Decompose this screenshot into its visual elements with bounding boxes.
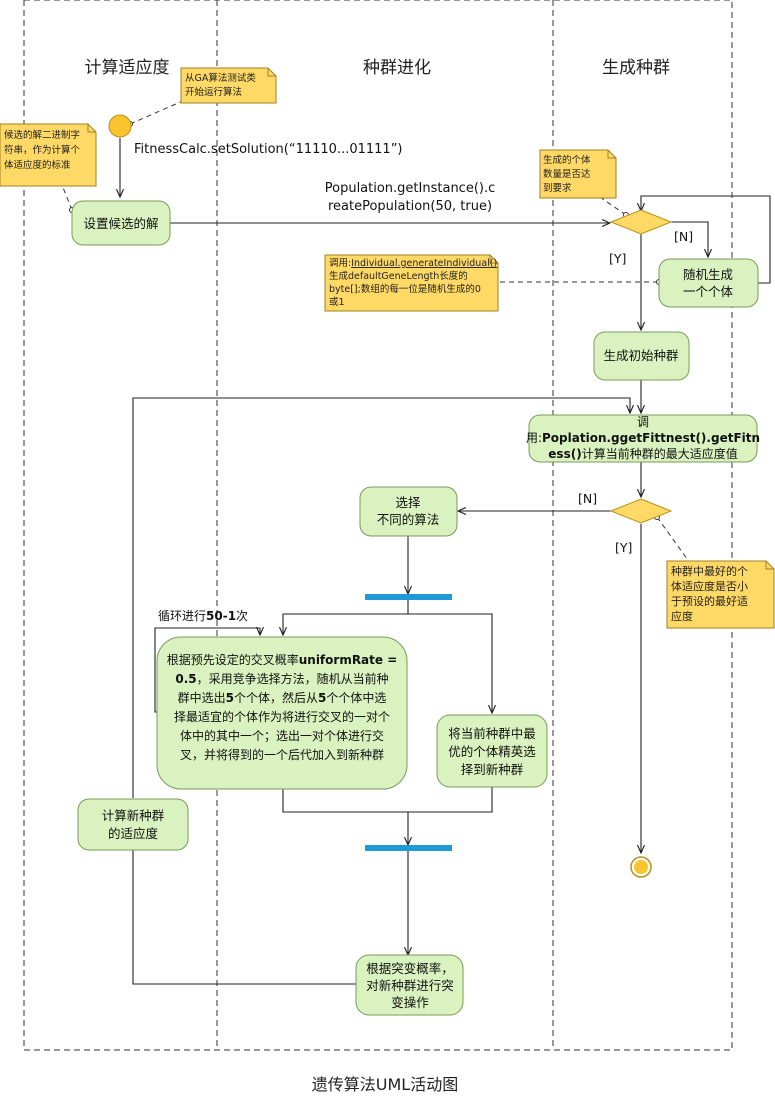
end-node (630, 856, 652, 878)
label-create-population-2: reatePopulation(50, true) (328, 199, 492, 214)
label-loop-suffix: 次 (236, 609, 248, 623)
note-start-line-2: 开始运行算法 (185, 86, 242, 98)
flow-newfitness-to-fittest (132, 397, 630, 798)
text-get-fittest-3-suffix: 计算当前种群的最大适应度值 (582, 446, 738, 461)
note-individual-line-1: 调用:Individual.generateIndividual() (329, 258, 497, 269)
text-elite-3: 择到新种群 (461, 762, 524, 777)
flow-lines (120, 138, 771, 985)
fork-bar (365, 594, 452, 600)
note-individual-prefix: 调用: (329, 258, 351, 269)
action-new-fitness (77, 798, 189, 851)
connector-start-note (129, 99, 186, 125)
text-crossover-4: 择最适宜的个体作为将进行交叉的一对个 (174, 709, 390, 724)
label-set-solution: FitnessCalc.setSolution(“11110...01111”) (134, 142, 403, 157)
action-get-fittest (528, 414, 758, 463)
text-get-fittest-2: 用:Poplation.ggetFittnest().getFitn (526, 431, 760, 445)
note-candidate-line-1: 候选的解二进制字 (4, 129, 80, 141)
text-get-fittest-1: 调 (637, 415, 649, 429)
text-crossover-1: 根据预先设定的交叉概率uniformRate = (167, 652, 398, 667)
text-crossover-5: 体中的其中一个；选出一对个体进行交 (180, 728, 384, 743)
text-random-individual-2: 一个个体 (683, 284, 734, 299)
note-count-line-2: 数量是否达 (543, 168, 591, 180)
text-new-fitness-1: 计算新种群 (102, 808, 165, 823)
text-mutation-2: 对新种群进行突 (366, 978, 454, 993)
note-individual-line-4: 或1 (329, 296, 345, 308)
lane-title-calc-fitness: 计算适应度 (85, 58, 170, 78)
text-set-candidate: 设置候选的解 (83, 216, 158, 231)
text-choose-algorithm-1: 选择 (395, 495, 421, 510)
flow-crossover-to-join (282, 789, 408, 845)
note-individual-line-2: 生成defaultGeneLength长度的 (329, 270, 468, 282)
guard-y-1: [Y] (609, 251, 626, 266)
note-best-line-4: 应度 (671, 609, 693, 623)
text-crossover-6: 叉，并将得到的一个后代加入到新种群 (180, 747, 384, 762)
action-random-individual (658, 258, 759, 308)
label-loop-count: 50-1 (206, 609, 236, 623)
note-individual-line-3: byte[];数组的每一位是随机生成的0 (329, 283, 481, 295)
note-individual (324, 254, 499, 312)
flow-random-loop (641, 195, 771, 284)
note-candidate-line-3: 体适应度的标准 (4, 159, 71, 171)
lane-title-evolve: 种群进化 (363, 58, 431, 78)
action-mutation (355, 954, 464, 1016)
text-crossover-2: 0.5，采用竞争选择方法，随机从当前种 (175, 671, 388, 686)
join-bar (365, 845, 452, 851)
note-count-line-1: 生成的个体 (543, 154, 591, 166)
flow-decision-to-random (670, 221, 708, 257)
connector-best-note (656, 516, 691, 564)
text-elite-2: 优的个体精英选 (448, 744, 536, 759)
text-elite-1: 将当前种群中最 (448, 726, 536, 741)
note-candidate (0, 123, 97, 187)
action-choose-algorithm (359, 486, 458, 537)
flow-crossover-loop (154, 628, 260, 713)
note-best-fitness (666, 560, 775, 629)
action-initial-population (593, 331, 690, 381)
text-mutation-1: 根据突变概率， (366, 961, 454, 976)
note-individual-call: Individual.generateIndividual() (351, 258, 497, 269)
guard-n-1: [N] (674, 229, 693, 244)
label-loop-prefix: 循环进行 (158, 609, 206, 623)
connector-candidate-note (61, 184, 73, 211)
label-create-population-1: Population.getInstance().c (325, 181, 496, 196)
note-best-line-2: 体适应度是否小 (671, 579, 748, 593)
note-best-line-3: 于预设的最好适 (671, 594, 748, 608)
note-connectors (61, 99, 691, 564)
text-get-fittest-2-bold: Poplation.ggetFittnest().getFitn (542, 431, 760, 445)
decision-population-size (609, 209, 673, 235)
text-get-fittest-3-bold: ess() (548, 447, 581, 461)
guard-n-2: [N] (578, 491, 597, 506)
flow-elite-to-join (408, 787, 493, 813)
text-initial-population: 生成初始种群 (603, 348, 679, 363)
text-get-fittest-2-prefix: 用: (526, 431, 542, 445)
lane-title-generate: 生成种群 (602, 58, 670, 78)
lane-frame (23, 0, 733, 1051)
flow-fork-to-crossover (283, 600, 409, 635)
action-set-candidate (71, 200, 171, 246)
decision-best-fitness (609, 498, 673, 524)
note-count-line-3: 到要求 (543, 182, 572, 194)
note-best-line-1: 种群中最好的个 (671, 564, 748, 578)
note-start-line-1: 从GA算法测试类 (185, 72, 256, 84)
diagram-caption: 遗传算法UML活动图 (312, 1075, 458, 1094)
text-new-fitness-2: 的适应度 (108, 826, 159, 841)
note-start (180, 67, 277, 104)
text-crossover-3: 群中选出5个个体，然后从5个个体中选 (178, 690, 387, 705)
text-choose-algorithm-2: 不同的算法 (377, 512, 440, 527)
text-get-fittest-3: ess()计算当前种群的最大适应度值 (548, 446, 737, 461)
text-mutation-3: 变操作 (391, 995, 429, 1010)
action-elite (436, 714, 548, 788)
connector-count-note (593, 192, 627, 216)
action-crossover (156, 636, 408, 790)
notes (0, 67, 775, 629)
label-loop: 循环进行50-1次 (158, 609, 248, 623)
guard-y-2: [Y] (615, 540, 632, 555)
flow-mutation-to-newfitness (132, 850, 356, 985)
start-node (108, 114, 132, 138)
note-population-count (539, 149, 617, 199)
note-candidate-line-2: 符串，作为计算个 (4, 144, 81, 156)
flow-fork-to-elite (408, 613, 492, 713)
text-random-individual-1: 随机生成 (683, 267, 733, 282)
